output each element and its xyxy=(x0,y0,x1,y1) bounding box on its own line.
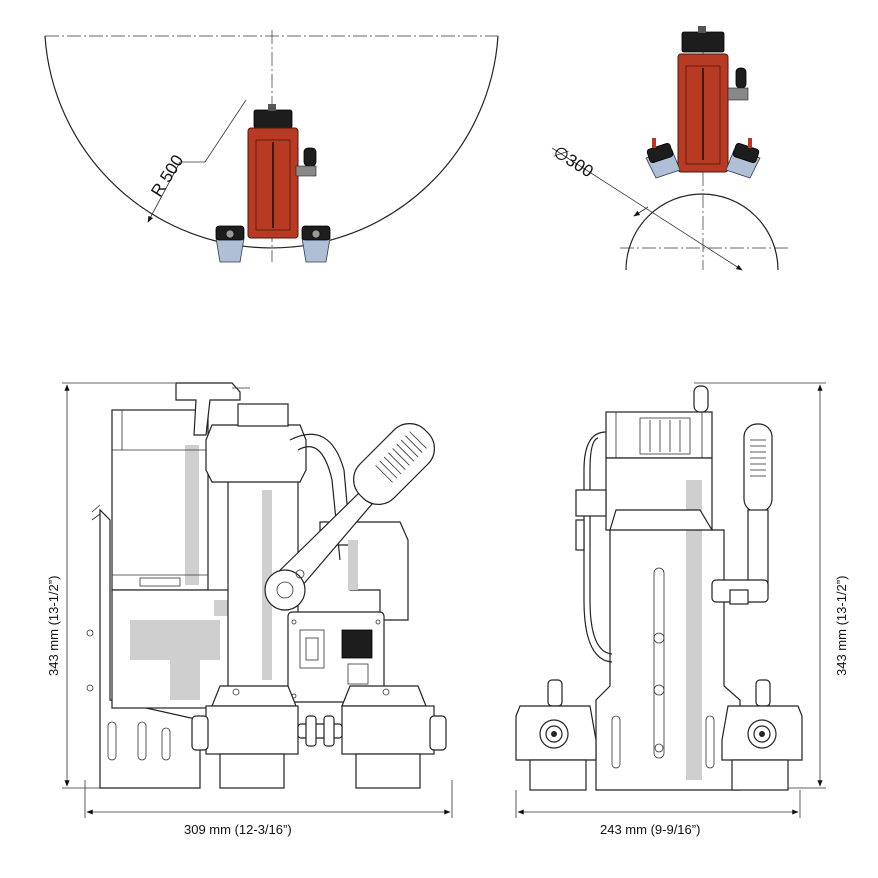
pipe-circle xyxy=(625,193,779,271)
drill-mini-left xyxy=(215,104,331,263)
drill-mini-right xyxy=(645,26,761,179)
front-width-label: 309 mm (12-3/16”) xyxy=(184,822,292,837)
front-height-label: 343 mm (13-1/2”) xyxy=(46,576,61,676)
side-hose xyxy=(583,431,613,663)
radius-leader xyxy=(147,99,247,223)
magnet-feet-front xyxy=(191,685,447,789)
curved-surface-view: R 500 xyxy=(44,30,499,263)
pipe-surface-view: ∅300 xyxy=(550,26,790,271)
side-width-label: 243 mm (9-9/16”) xyxy=(600,822,700,837)
side-view: 343 mm (13-1/2”) 243 mm (9-9/16”) xyxy=(515,382,849,837)
side-handle xyxy=(743,423,773,513)
column-head xyxy=(205,424,307,483)
top-handle xyxy=(175,382,241,436)
side-main-body xyxy=(595,457,741,791)
radius-label: R 500 xyxy=(147,152,187,201)
arch-frame xyxy=(289,433,353,561)
front-view: 343 mm (13-1/2”) 309 mm (12-3/16”) xyxy=(46,382,453,837)
side-motor-top xyxy=(605,411,713,459)
diameter-leader xyxy=(551,147,743,271)
diameter-label: ∅300 xyxy=(550,142,597,181)
side-height-label: 343 mm (13-1/2”) xyxy=(834,576,849,676)
concave-arc xyxy=(44,35,499,249)
feed-lever xyxy=(264,423,435,611)
magnet-feet-side xyxy=(515,679,803,791)
